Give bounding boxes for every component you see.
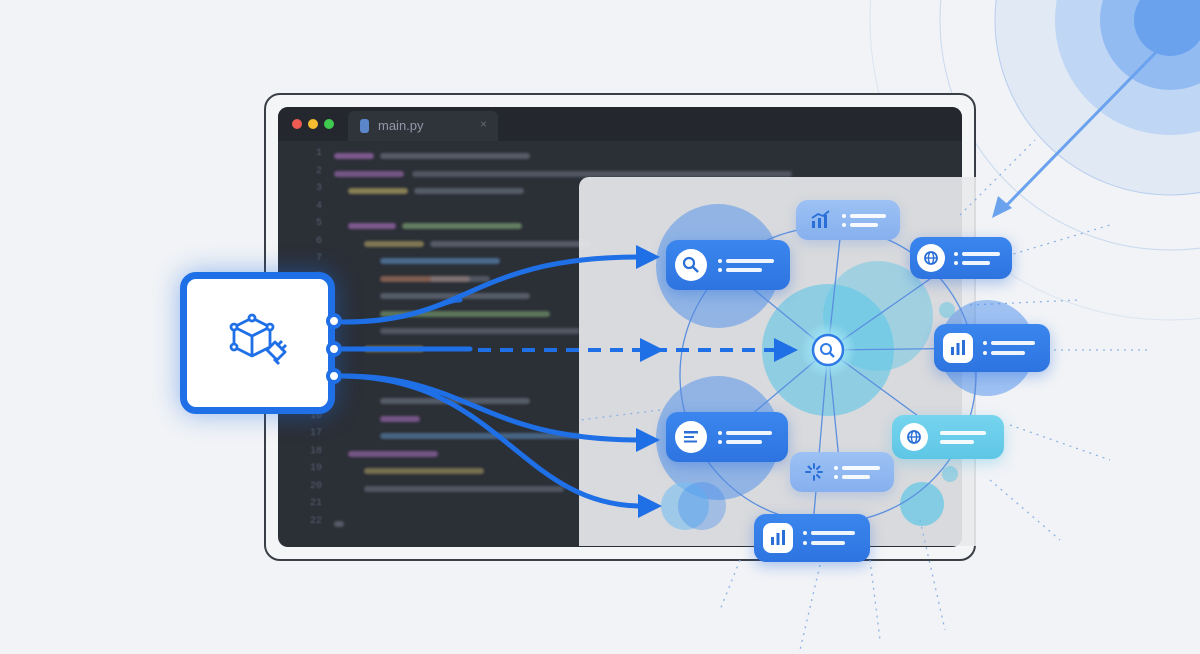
chart-icon <box>811 210 830 228</box>
line-number: 19 <box>309 463 322 474</box>
cube-plug-icon <box>229 313 287 365</box>
line-number: 18 <box>309 445 322 457</box>
line-number: 17 <box>309 428 322 439</box>
node-globe-bottom[interactable] <box>892 415 1004 459</box>
minimize-window-button[interactable] <box>308 119 318 129</box>
hub-node <box>811 333 845 367</box>
line-number: 4 <box>315 200 322 212</box>
circle-blue-small <box>661 482 709 530</box>
line-number: 7 <box>315 253 322 264</box>
arrowheads <box>636 245 798 518</box>
incoming-arrow <box>1002 38 1170 210</box>
chart-icon <box>763 523 793 553</box>
line-number: 1 <box>315 148 322 159</box>
maximize-window-button[interactable] <box>324 119 334 129</box>
close-window-button[interactable] <box>292 119 302 129</box>
dotted-rays <box>579 139 1150 651</box>
line-number: 21 <box>309 498 322 509</box>
line-number: 22 <box>309 515 322 527</box>
line-number: 2 <box>315 165 322 177</box>
node-chart-right[interactable] <box>934 324 1050 372</box>
line-number: 20 <box>309 480 322 492</box>
output-port-2[interactable] <box>326 341 342 357</box>
node-spark[interactable] <box>790 452 894 492</box>
line-number: 6 <box>315 235 322 247</box>
output-port-3[interactable] <box>326 368 342 384</box>
chart-icon <box>943 333 973 363</box>
brain-icon <box>820 343 835 358</box>
node-document[interactable] <box>666 412 788 462</box>
python-file-icon <box>360 119 369 133</box>
globe-icon <box>917 244 945 272</box>
node-search[interactable] <box>666 240 790 290</box>
tab-label: main.py <box>378 118 424 133</box>
source-module[interactable] <box>180 272 335 414</box>
node-chart-bottom[interactable] <box>754 514 870 562</box>
title-bar: main.py × <box>278 107 962 141</box>
circle-teal-small <box>900 482 944 526</box>
search-icon <box>675 249 707 281</box>
tab-close-icon[interactable]: × <box>480 117 488 131</box>
line-number: 3 <box>315 183 322 194</box>
tab-main-py[interactable]: main.py × <box>348 111 498 141</box>
line-number: 16 <box>309 410 322 422</box>
flow-arrows <box>340 254 645 509</box>
globe-icon <box>900 423 928 451</box>
line-number: 5 <box>315 218 322 229</box>
spark-icon <box>805 463 823 481</box>
document-icon <box>675 421 707 453</box>
node-chart-top[interactable] <box>796 200 900 240</box>
output-port-1[interactable] <box>326 313 342 329</box>
node-globe-top[interactable] <box>910 237 1012 279</box>
